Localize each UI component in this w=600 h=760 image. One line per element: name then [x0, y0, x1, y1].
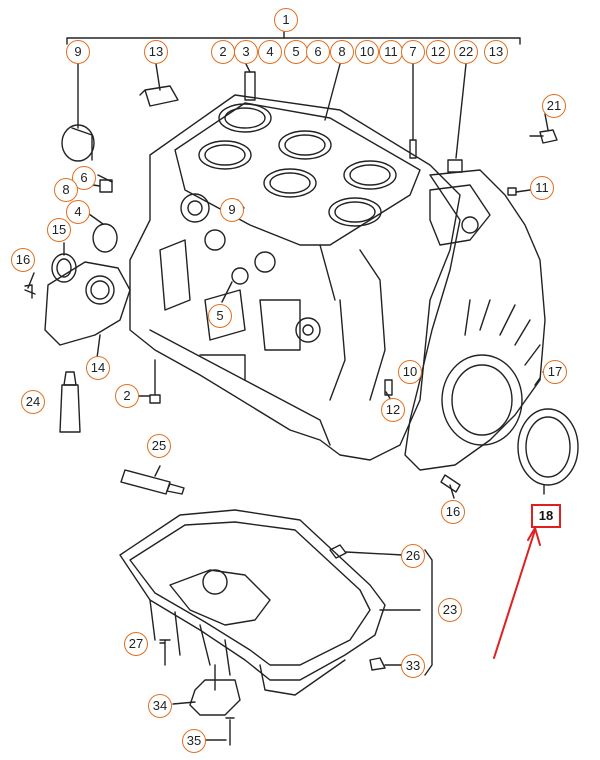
- bolt-16b: [440, 474, 461, 493]
- plug-22: [447, 159, 463, 173]
- pin-7: [409, 139, 417, 159]
- callout-34: 34: [148, 694, 172, 718]
- oil-pan: [119, 509, 386, 716]
- callout-17: 17: [543, 360, 567, 384]
- callout-24: 24: [21, 390, 45, 414]
- bolt-21: [529, 129, 558, 144]
- callout-35: 35: [182, 729, 206, 753]
- callout-13-right: 13: [484, 40, 508, 64]
- callout-22: 22: [454, 40, 478, 64]
- callout-5: 5: [284, 40, 308, 64]
- callout-4: 4: [258, 40, 282, 64]
- rear-crank-seal: [517, 408, 579, 486]
- callout-9: 9: [66, 40, 90, 64]
- dowel-13: [139, 85, 179, 107]
- callout-8: 8: [330, 40, 354, 64]
- callout-16-right: 16: [441, 500, 465, 524]
- callout-21: 21: [542, 94, 566, 118]
- callout-33: 33: [401, 654, 425, 678]
- callout-4-left: 4: [66, 200, 90, 224]
- callout-26: 26: [401, 544, 425, 568]
- pin-10: [384, 379, 393, 396]
- callout-27: 27: [124, 632, 148, 656]
- sealant-tube-small: [120, 469, 185, 495]
- bolt-35: [225, 717, 235, 746]
- callout-8-left: 8: [54, 178, 78, 202]
- callout-23: 23: [438, 598, 462, 622]
- engine-block: [129, 94, 461, 461]
- callout-2-lower: 2: [115, 384, 139, 408]
- bolt-16a: [24, 284, 36, 299]
- callout-16-left: 16: [11, 248, 35, 272]
- front-seal-flange: [44, 253, 131, 346]
- callout-3: 3: [234, 40, 258, 64]
- callout-5-center: 5: [208, 304, 232, 328]
- callout-12-lower: 12: [381, 398, 405, 422]
- callout-25: 25: [147, 434, 171, 458]
- callout-2: 2: [211, 40, 235, 64]
- callout-18-highlighted: 18: [531, 504, 561, 528]
- cup-plug: [61, 124, 95, 162]
- pin-3: [244, 71, 256, 101]
- bolt-26: [329, 544, 347, 559]
- sealant-tube: [59, 371, 81, 433]
- callout-10: 10: [355, 40, 379, 64]
- callout-10-lower: 10: [398, 360, 422, 384]
- callout-1: 1: [274, 8, 298, 32]
- callout-15: 15: [47, 218, 71, 242]
- callout-13: 13: [144, 40, 168, 64]
- callout-11: 11: [379, 40, 403, 64]
- seal-4: [92, 223, 118, 253]
- callout-11-right: 11: [530, 176, 554, 200]
- bolt-27: [159, 639, 171, 666]
- callout-9-center: 9: [220, 198, 244, 222]
- callout-7: 7: [401, 40, 425, 64]
- bolt-2: [149, 359, 161, 404]
- callout-12: 12: [426, 40, 450, 64]
- rear-flange: [404, 169, 546, 471]
- plug-11: [507, 187, 517, 196]
- top-callout-bracket: [66, 37, 521, 45]
- callout-14: 14: [86, 356, 110, 380]
- plug-33: [369, 657, 386, 671]
- callout-6: 6: [306, 40, 330, 64]
